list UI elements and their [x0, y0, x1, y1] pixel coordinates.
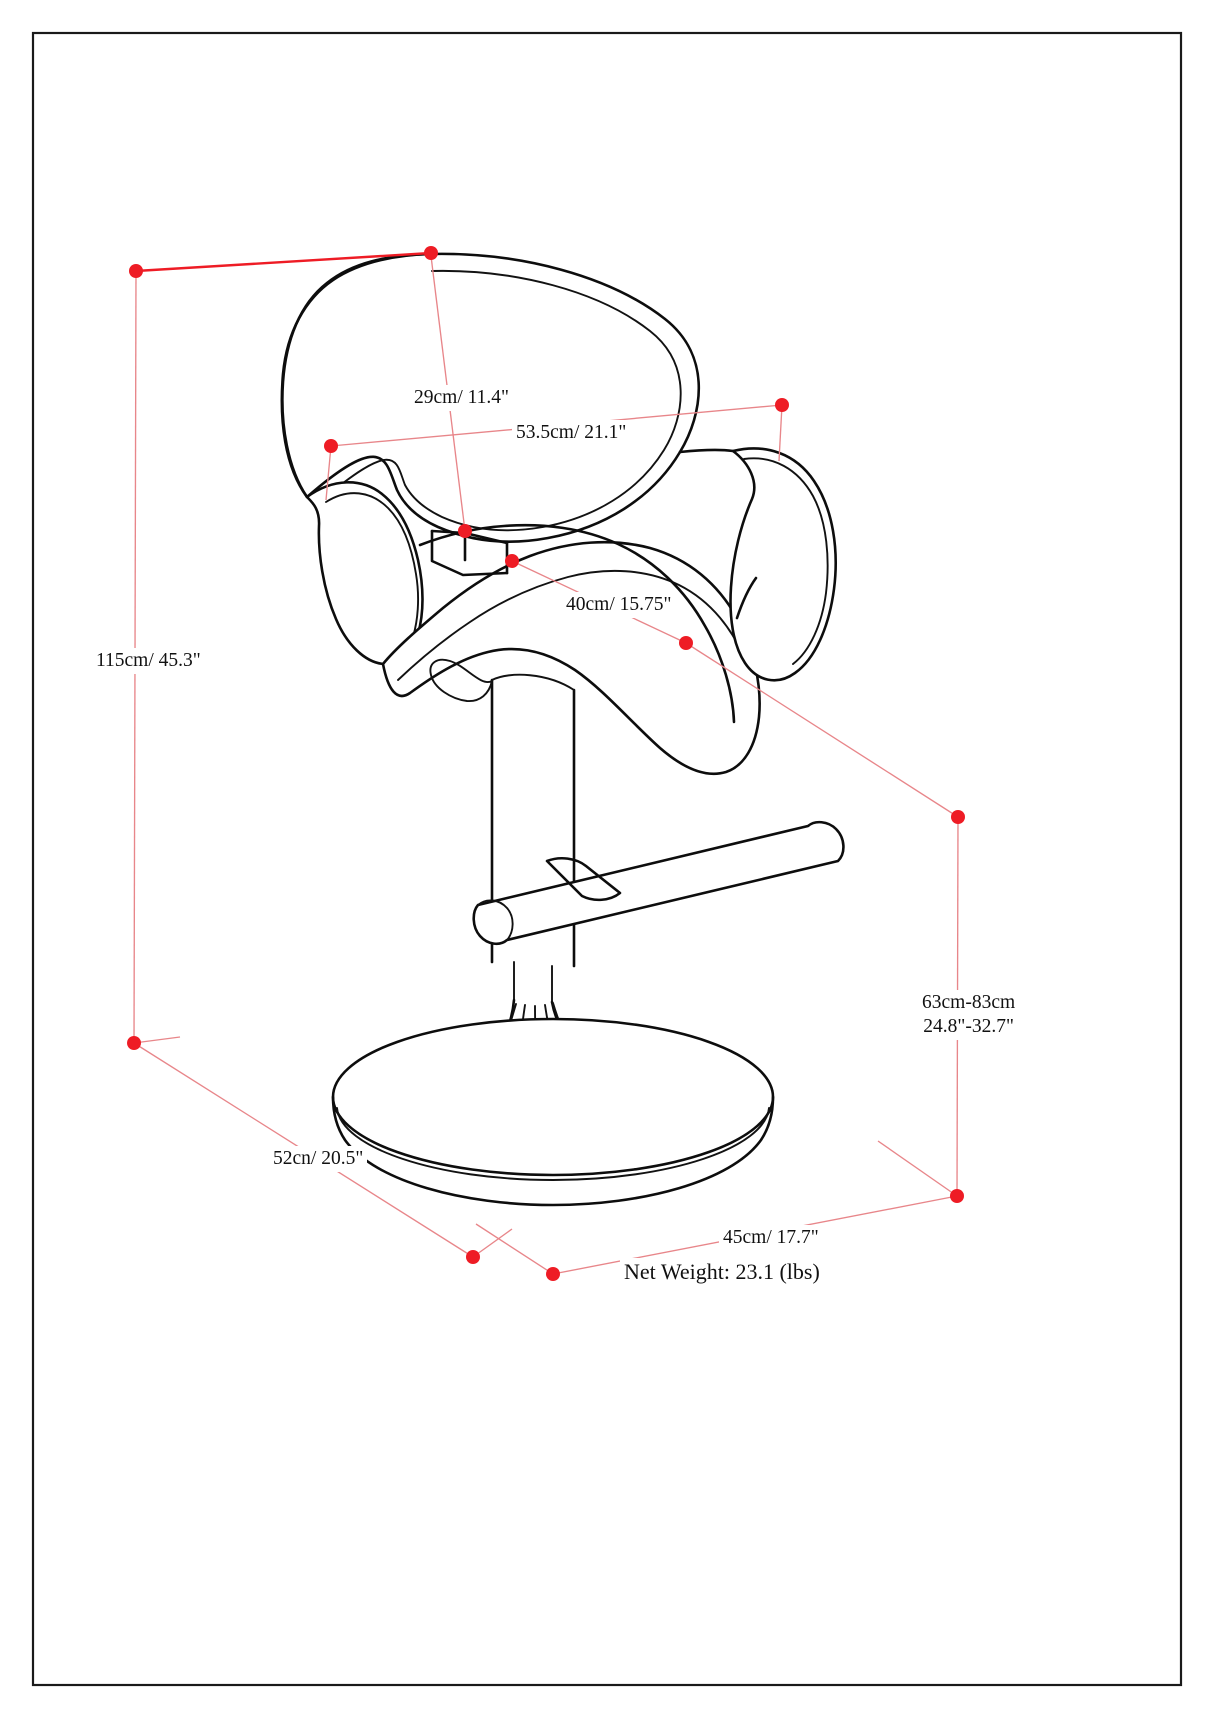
base-plate-inner-rim: [336, 1107, 770, 1181]
seat-height-range-line: [956, 816, 959, 1197]
overall-width-right-tick: [778, 404, 783, 462]
vertex-base-front: [546, 1267, 560, 1281]
base-depth-right-tick: [472, 1228, 513, 1258]
overall-width-left-tick: [325, 445, 332, 501]
base-plate-top: [331, 1017, 775, 1177]
vertex-top-left-height: [129, 264, 143, 278]
page-border: [31, 31, 1183, 1687]
vertex-seat-height-top: [951, 810, 965, 824]
vertex-base-right: [950, 1189, 964, 1203]
right-arm-roll: [729, 447, 837, 682]
backrest-inner-contour: [321, 269, 682, 532]
base-diameter-left-tick: [475, 1223, 554, 1275]
seat-width-line-lower: [685, 642, 959, 818]
footrest-bar: [472, 820, 845, 946]
overall-height-line: [133, 270, 137, 1044]
footrest-end-cap: [477, 899, 514, 941]
left-arm-inner-contour: [325, 492, 420, 641]
vertex-width-right: [775, 398, 789, 412]
vertex-backrest-base: [458, 524, 472, 538]
seat-bracket-left: [430, 529, 509, 577]
product-drawing: [280, 252, 845, 1207]
base-diameter-right-tick: [877, 1140, 958, 1197]
vertex-seat-right: [679, 636, 693, 650]
vertex-seat-front: [505, 554, 519, 568]
vertex-bottom-left-height: [127, 1036, 141, 1050]
left-backrest-edge: [281, 252, 433, 499]
base-depth-left-tick: [133, 1036, 181, 1044]
right-arm-inner-contour: [743, 457, 829, 665]
left-arm-roll: [305, 481, 424, 666]
right-arm-backrest-join: [678, 448, 735, 454]
vertex-backrest-top: [424, 246, 438, 260]
base-diameter-line: [552, 1195, 958, 1275]
vertex-width-left: [324, 439, 338, 453]
height-adjust-lever: [429, 658, 493, 702]
seat-front-lip: [397, 569, 748, 681]
top-leader-line: [135, 251, 432, 273]
base-plate-rim: [331, 1095, 775, 1207]
column-top-cap: [491, 673, 575, 691]
seat-underside-edge: [418, 523, 736, 724]
footrest-collar: [545, 856, 622, 902]
seat-right-arm-transition: [735, 576, 758, 620]
vertex-base-left: [466, 1250, 480, 1264]
